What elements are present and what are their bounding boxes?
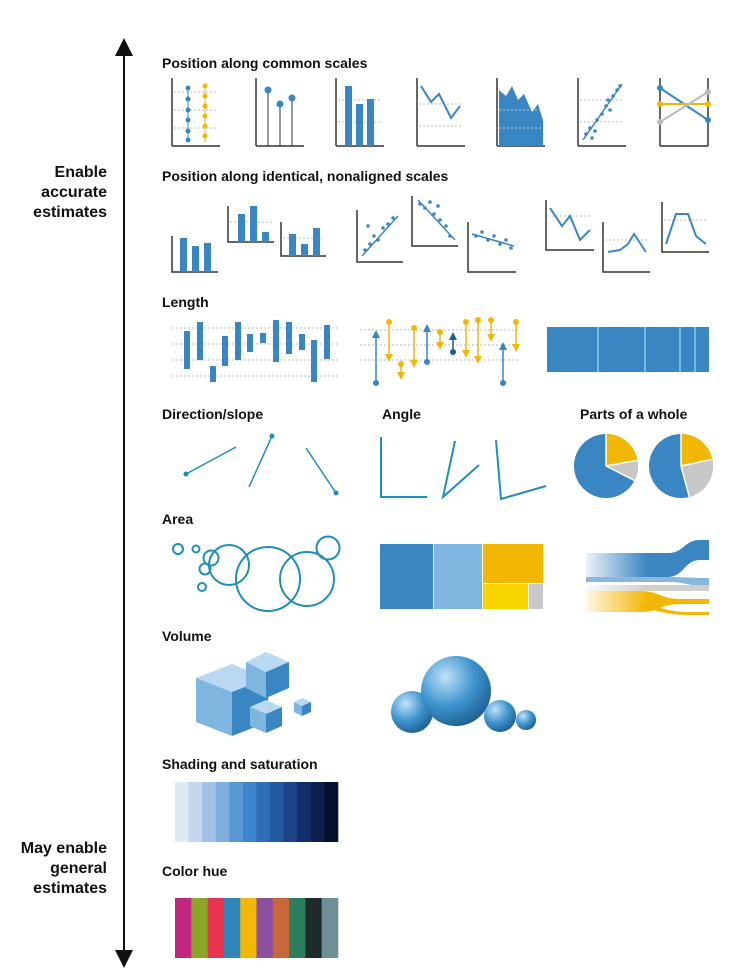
volume-spheres	[391, 656, 536, 733]
accurate-label-line-1: Enable	[54, 164, 107, 181]
shading-swatch-3	[202, 782, 217, 842]
hue-swatch-2	[191, 898, 208, 958]
accurate-label-line-2: accurate	[41, 184, 107, 201]
common-line	[416, 78, 465, 147]
title-shading: Shading and saturation	[162, 756, 318, 772]
general-label: May enable general estimates	[21, 839, 107, 899]
length-floating-bars	[172, 320, 340, 382]
direction-lines	[183, 433, 339, 496]
title-position-nonaligned: Position along identical, nonaligned sca…	[162, 168, 449, 184]
title-length: Length	[162, 294, 209, 310]
shading-swatch-7	[256, 782, 271, 842]
shading-swatch-4	[215, 782, 230, 842]
common-area	[496, 78, 545, 147]
shading-swatches	[175, 782, 339, 842]
hue-swatch-3	[207, 898, 225, 958]
title-area: Area	[162, 511, 194, 527]
area-circles	[172, 535, 341, 612]
shading-swatch-1	[175, 782, 189, 842]
hue-swatch-4	[223, 898, 241, 958]
hue-swatch-9	[305, 898, 322, 958]
common-scatter	[577, 78, 626, 147]
common-bars	[335, 78, 384, 147]
length-segmented-bar	[547, 327, 709, 372]
area-sankey	[586, 540, 709, 615]
common-dot-strip	[171, 78, 220, 147]
general-label-line-3: estimates	[33, 880, 107, 897]
shading-swatch-6	[242, 782, 257, 842]
shading-swatch-9	[283, 782, 298, 842]
hue-swatch-10	[321, 898, 339, 958]
title-hue: Color hue	[162, 863, 228, 879]
title-angle: Angle	[382, 406, 421, 422]
shading-swatch-10	[297, 782, 312, 842]
angle-shapes	[380, 437, 547, 501]
shading-swatch-12	[324, 782, 339, 842]
volume-cubes	[196, 652, 311, 736]
accuracy-arrow	[115, 38, 133, 968]
nonaligned-lines	[545, 200, 709, 273]
area-treemap	[380, 544, 543, 609]
title-position-common: Position along common scales	[162, 55, 368, 71]
shading-swatch-5	[229, 782, 244, 842]
accurate-label-line-3: estimates	[33, 204, 107, 221]
hue-swatch-7	[272, 898, 290, 958]
accurate-label: Enable accurate estimates	[33, 163, 107, 223]
title-direction: Direction/slope	[162, 406, 264, 422]
hue-swatch-6	[256, 898, 274, 958]
shading-swatch-8	[270, 782, 284, 842]
common-lollipop	[255, 78, 304, 147]
common-slope-chart	[657, 78, 711, 147]
title-volume: Volume	[162, 628, 212, 644]
hue-swatches	[175, 898, 339, 958]
general-label-line-1: May enable	[20, 840, 107, 857]
length-arrows	[360, 317, 520, 386]
title-parts: Parts of a whole	[580, 406, 688, 422]
nonaligned-bars	[171, 206, 326, 273]
hue-swatch-8	[289, 898, 306, 958]
nonaligned-scatter	[356, 196, 516, 273]
hue-swatch-1	[175, 898, 192, 958]
general-label-line-2: general	[50, 860, 107, 877]
shading-swatch-2	[188, 782, 203, 842]
pie-charts	[574, 434, 714, 498]
shading-swatch-11	[310, 782, 325, 842]
hue-swatch-5	[240, 898, 257, 958]
